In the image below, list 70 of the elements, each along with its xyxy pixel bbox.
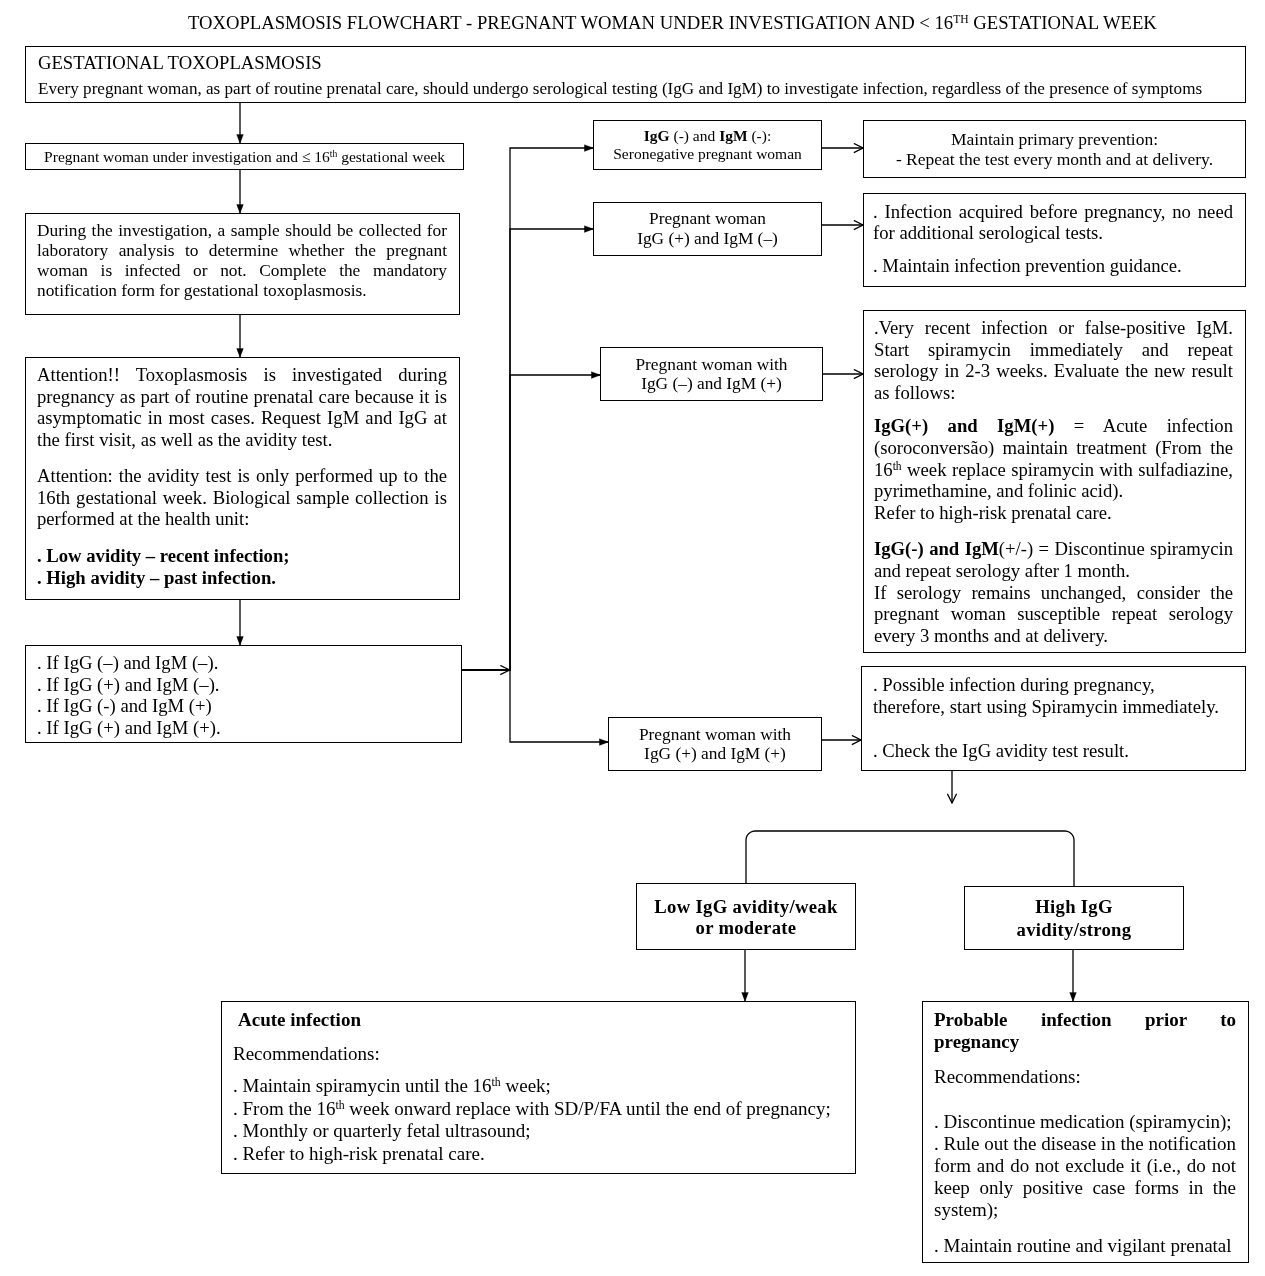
list-item: . Maintain spiramycin until the 16$^{th}$ week; [233,1075,552,1098]
box-label: Maintain primary prevention: [950,129,1159,149]
list-item: . If IgG (–) and IgM (–). [37,652,220,674]
recommendation-box [221,1001,856,1174]
box-label: Pregnant woman IgG (+) and IgM (–) [636,209,779,249]
box-text: IgG(+) and IgM(+) = Acute infection (soroconversão) maintain treatment (From the 16$^{th}$ week replace spiramycin with sulfadiazine, pyrimethamine, and folinic acid). [874,415,1233,502]
list-item: . Low avidity – recent infection; [37,544,291,567]
result-box [636,883,856,950]
list-item: . High avidity – past infection. [37,566,277,589]
list-item: . Monthly or quarterly fetal ultrasound; [233,1120,532,1143]
box-heading: GESTATIONAL TOXOPLASMOSIS [38,52,323,74]
box-text: If serology remains unchanged, consider the pregnant woman susceptible repeat serology every 3 months and at delivery. [874,581,1233,647]
result-box [964,886,1184,950]
box-label: Pregnant woman under investigation and ≤ 16$^{th}$ gestational week [43,147,446,166]
arrow [236,314,244,358]
box-label: Pregnant woman with IgG (+) and IgM (+) [637,724,793,764]
box-text: Every pregnant woman, as part of routine prenatal care, should undergo serological testing (IgG and IgM) to investigate infection, regardless of the presence of symptoms [38,78,1204,99]
process-box [25,645,462,743]
list-item: . Refer to high-risk prenatal care. [233,1142,486,1166]
box-text: . Maintain infection prevention guidance. [873,255,1183,277]
box-text: Recommendations: [233,1042,381,1066]
guidance-box [863,193,1246,287]
result-box [608,717,822,771]
box-heading: Probable infection prior to pregnancy [934,1009,1236,1054]
result-box [593,202,822,256]
arrow [821,142,864,154]
box-label: - Repeat the test every month and at delivery. [894,149,1215,169]
box-heading: Acute infection [237,1009,362,1032]
arrow [821,734,862,746]
list-item: . If IgG (+) and IgM (–). [37,673,221,696]
box-text: Attention: the avidity test is only performed up to the 16th gestational week. Biological sample collection is performed at the health unit: [37,464,447,530]
arrow [822,368,864,380]
guidance-box [863,120,1246,178]
box-text: . Check the IgG avidity test result. [873,740,1130,762]
list-item: . If IgG (-) and IgM (+) [37,695,213,718]
process-box [25,143,464,170]
arrow [236,102,244,144]
box-label: High IgG avidity/strong [1015,895,1133,941]
list-item: . If IgG (+) and IgM (+). [37,717,222,739]
list-item: . From the 16$^{th}$ week onward replace with SD/P/FA until the end of pregnancy; [233,1097,832,1121]
arrow [741,949,749,1002]
box-text: IgG(-) and IgM(+/-) = Discontinue spiramycin and repeat serology after 1 month. [874,538,1233,582]
result-box [600,347,823,401]
arrow [1069,949,1077,1002]
arrow [821,219,864,231]
box-label: IgG (-) and IgM (-): Seronegative pregnant woman [612,127,803,163]
box-text: During the investigation, a sample should be collected for laboratory analysis to determine whether the pregnant woman is infected or not. Complete the mandatory notification form for gestational toxoplasmosis. [37,221,447,301]
box-text: .Very recent infection or false-positive IgM. Start spiramycin immediately and repeat serology in 2-3 weeks. Evaluate the new result as follows: [874,317,1233,404]
header-box [25,46,1246,103]
box-text: . Possible infection during pregnancy, therefore, start using Spiramycin immediately. [873,674,1220,717]
process-box [25,357,460,600]
list-item: . Maintain routine and vigilant prenatal [934,1234,1233,1257]
diagram-title: TOXOPLASMOSIS FLOWCHART - PREGNANT WOMAN UNDER INVESTIGATION AND < 16$^{TH}$ GESTATIONAL WEEK [188,12,1157,34]
box-text: Attention!! Toxoplasmosis is investigated during pregnancy as part of routine prenatal care because it is asymptomatic in most cases. Request IgM and IgG at the first visit, as well as the avidity test. [37,364,447,451]
guidance-box [861,666,1246,771]
list-item: . Rule out the disease in the notification form and do not exclude it (i.e., do not keep only positive case forms in the system); [934,1132,1236,1222]
arrow [236,599,244,646]
box-text: . Infection acquired before pregnancy, no need for additional serological tests. [873,201,1233,244]
recommendation-box [922,1001,1249,1263]
list-item: . Discontinue medication (spiramycin); [934,1110,1233,1133]
box-label: Low IgG avidity/weak or moderate [653,895,839,938]
result-box [593,120,822,170]
process-box [25,213,460,315]
box-text: Refer to high-risk prenatal care. [874,501,1113,524]
box-text: Recommendations: [934,1066,1082,1089]
arrow [946,770,958,804]
box-label: Pregnant woman with IgG (–) and IgM (+) [634,354,789,394]
arrow [461,664,511,676]
guidance-box [863,310,1246,653]
arrow [236,169,244,214]
